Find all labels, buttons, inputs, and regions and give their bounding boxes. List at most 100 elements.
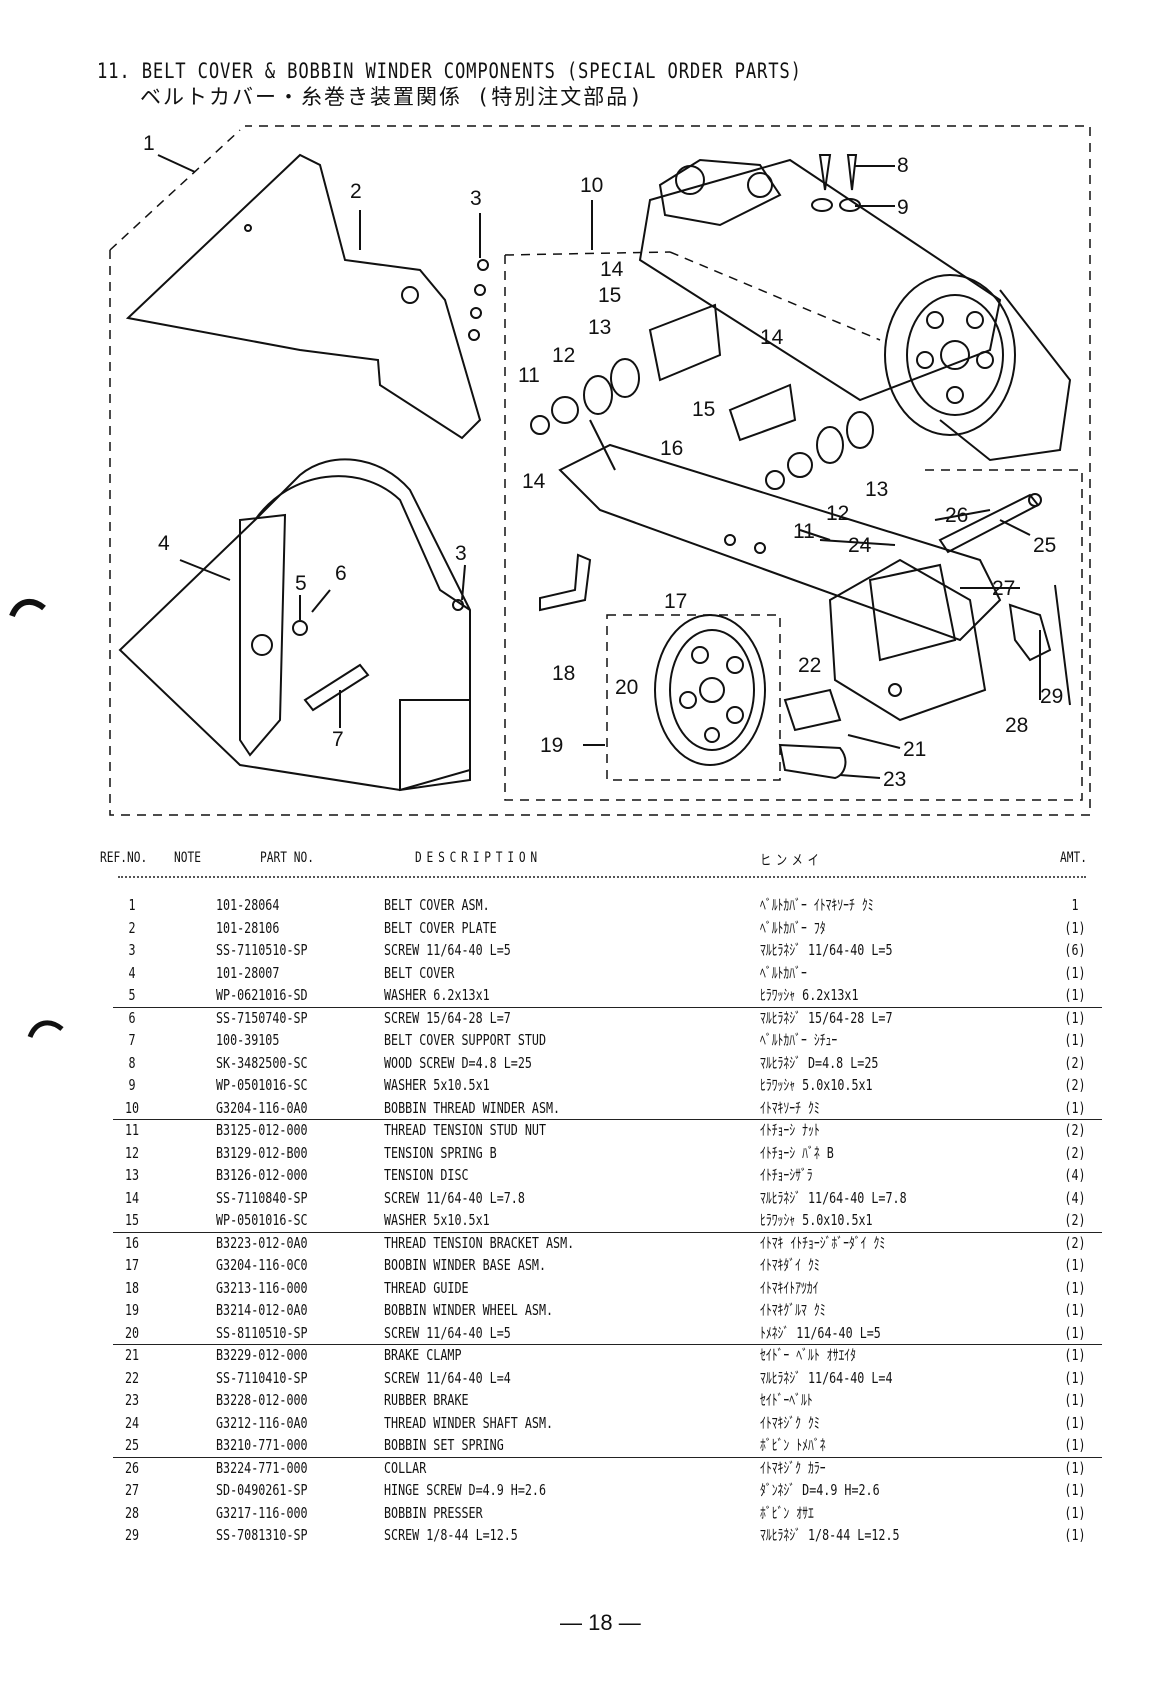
- part-cell: B3224-771-000: [216, 1458, 308, 1477]
- desc-cell: BOBBIN SET SPRING: [384, 1436, 504, 1454]
- ref-cell: 25: [124, 1436, 140, 1454]
- amt-cell: (6): [1064, 941, 1086, 959]
- amt-cell: (1): [1064, 1098, 1086, 1117]
- header-kana: ヒンメイ: [760, 853, 824, 869]
- kana-cell: ﾎﾞﾋﾞﾝ ﾄﾒﾊﾞﾈ: [760, 1436, 826, 1454]
- kana-cell: ﾏﾙﾋﾗﾈｼﾞ D=4.8 L=25: [760, 1053, 879, 1072]
- amt-cell: (1): [1064, 1031, 1086, 1049]
- desc-cell: BOBBIN THREAD WINDER ASM.: [384, 1098, 561, 1117]
- callout-24: 24: [848, 534, 872, 557]
- amt-cell: (2): [1064, 1211, 1086, 1229]
- part-cell: B3126-012-000: [216, 1166, 308, 1184]
- ref-cell: 11: [124, 1121, 140, 1139]
- callout-3-lower: 3: [455, 542, 467, 565]
- desc-cell: SCREW 11/64-40 L=7.8: [384, 1188, 525, 1207]
- desc-cell: BOOBIN WINDER BASE ASM.: [384, 1256, 547, 1274]
- part-cell: 101-28007: [216, 963, 280, 982]
- part-cell: SS-8110510-SP: [216, 1323, 308, 1342]
- desc-cell: THREAD TENSION BRACKET ASM.: [384, 1233, 575, 1252]
- part-cell: B3223-012-0A0: [216, 1233, 308, 1252]
- kana-cell: ﾋﾗﾜｯｼｬ 6.2x13x1: [760, 986, 859, 1004]
- amt-cell: (2): [1064, 1076, 1086, 1094]
- part-cell: SS-7110410-SP: [216, 1368, 308, 1387]
- ref-cell: 16: [124, 1233, 140, 1252]
- part-cell: SS-7110840-SP: [216, 1188, 308, 1207]
- ref-cell: 17: [124, 1256, 140, 1274]
- header-amount: AMT.: [1060, 850, 1087, 866]
- kana-cell: ｲﾄﾏｷｼﾞｸ ｸﾐ: [760, 1413, 820, 1432]
- ref-cell: 20: [124, 1323, 140, 1342]
- amt-cell: (1): [1064, 1278, 1086, 1297]
- kana-cell: ｾｲﾄﾞｰ ﾍﾞﾙﾄ ｵｻｴｲﾀ: [760, 1346, 856, 1364]
- callout-28: 28: [1005, 714, 1028, 737]
- desc-cell: WASHER 6.2x13x1: [384, 986, 490, 1004]
- ref-cell: 6: [128, 1008, 136, 1027]
- callout-19: 19: [540, 734, 563, 757]
- callout-2: 2: [350, 180, 362, 203]
- part-cell: B3228-012-000: [216, 1391, 308, 1409]
- part-cell: G3213-116-000: [216, 1278, 308, 1297]
- kana-cell: ﾏﾙﾋﾗﾈｼﾞ 1/8-44 L=12.5: [760, 1526, 900, 1544]
- amt-cell: (1): [1064, 1436, 1086, 1454]
- amt-cell: (1): [1064, 918, 1086, 937]
- amt-cell: (1): [1064, 1503, 1086, 1522]
- exploded-parts-diagram: 1 2 3 3 4 5 6 7 8 9 10 11 12 13 14 14 15…: [109, 125, 1091, 816]
- amt-cell: (4): [1064, 1166, 1086, 1184]
- callout-13-lower: 13: [865, 478, 888, 501]
- desc-cell: BELT COVER SUPPORT STUD: [384, 1031, 547, 1049]
- kana-cell: ﾄﾒﾈｼﾞ 11/64-40 L=5: [760, 1323, 881, 1342]
- desc-cell: WASHER 5x10.5x1: [384, 1211, 490, 1229]
- amt-cell: (1): [1064, 1526, 1086, 1544]
- ref-cell: 19: [124, 1301, 140, 1319]
- desc-cell: SCREW 11/64-40 L=5: [384, 1323, 511, 1342]
- desc-cell: SCREW 11/64-40 L=4: [384, 1368, 511, 1387]
- callout-16: 16: [660, 437, 683, 460]
- ref-cell: 15: [124, 1211, 140, 1229]
- callout-13: 13: [588, 316, 611, 339]
- amt-cell: (2): [1064, 1233, 1086, 1252]
- kana-cell: ﾏﾙﾋﾗﾈｼﾞ 15/64-28 L=7: [760, 1008, 893, 1027]
- table-row: 16 B3223-012-0A0 THREAD TENSION BRACKET AS…: [0, 1231, 1160, 1255]
- ref-cell: 23: [124, 1391, 140, 1409]
- desc-cell: BRAKE CLAMP: [384, 1346, 462, 1364]
- callout-29: 29: [1040, 685, 1063, 708]
- desc-cell: HINGE SCREW D=4.9 H=2.6: [384, 1481, 547, 1499]
- ref-cell: 26: [124, 1458, 140, 1477]
- desc-cell: SCREW 15/64-28 L=7: [384, 1008, 511, 1027]
- callout-21: 21: [903, 738, 926, 761]
- desc-cell: BELT COVER PLATE: [384, 918, 497, 937]
- amt-cell: (1): [1064, 1346, 1086, 1364]
- kana-cell: ﾎﾞﾋﾞﾝ ｵｻｴ: [760, 1503, 814, 1522]
- scan-mark-upper: [9, 598, 46, 618]
- callout-9: 9: [897, 196, 909, 219]
- ref-cell: 2: [128, 918, 136, 937]
- callout-27: 27: [992, 577, 1015, 600]
- desc-cell: THREAD WINDER SHAFT ASM.: [384, 1413, 554, 1432]
- kana-cell: ﾏﾙﾋﾗﾈｼﾞ 11/64-40 L=7.8: [760, 1188, 907, 1207]
- desc-cell: TENSION SPRING B: [384, 1143, 497, 1162]
- ref-cell: 8: [128, 1053, 136, 1072]
- desc-cell: TENSION DISC: [384, 1166, 469, 1184]
- callout-4: 4: [158, 532, 170, 555]
- callout-22: 22: [798, 654, 821, 677]
- desc-cell: THREAD TENSION STUD NUT: [384, 1121, 547, 1139]
- amt-cell: (2): [1064, 1053, 1086, 1072]
- part-cell: SS-7110510-SP: [216, 941, 308, 959]
- kana-cell: ｲﾄﾏｷｼﾞｸ ｶﾗｰ: [760, 1458, 826, 1477]
- part-cell: B3125-012-000: [216, 1121, 308, 1139]
- kana-cell: ｲﾄﾏｷｲﾄｱﾂｶｲ: [760, 1278, 819, 1297]
- ref-cell: 21: [124, 1346, 140, 1364]
- amt-cell: (4): [1064, 1188, 1086, 1207]
- kana-cell: ｲﾄﾏｷ ｲﾄﾁｮｰｼﾞﾎﾞｰﾀﾞｲ ｸﾐ: [760, 1233, 886, 1252]
